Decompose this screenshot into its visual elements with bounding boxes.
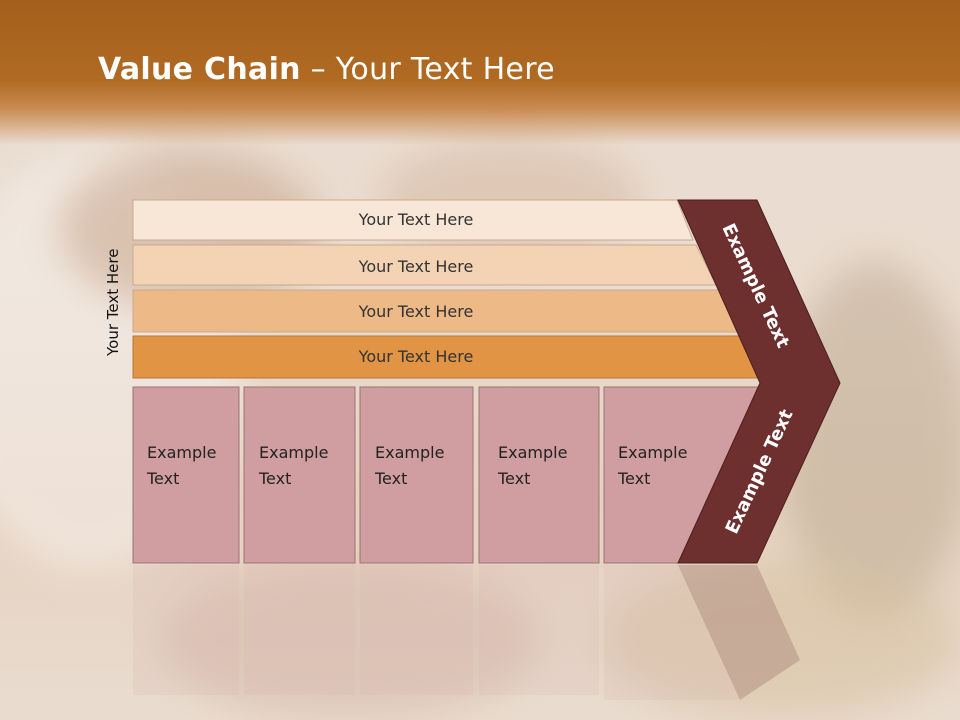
bar-2: Your Text Here: [132, 244, 717, 286]
header-band: [0, 0, 960, 145]
box-2-line1: Example: [259, 443, 328, 462]
box-2: Example Text: [243, 386, 356, 564]
page-title: Value Chain – Your Text Here: [98, 52, 555, 87]
box-2-line2: Text: [258, 469, 291, 488]
bar-4: Your Text Here: [132, 335, 765, 379]
title-bold: Value Chain: [98, 52, 301, 87]
bar-1: Your Text Here: [132, 199, 694, 241]
chevron-shape: [677, 199, 841, 564]
box-3-line1: Example: [375, 443, 444, 462]
box-4-line2: Text: [497, 469, 530, 488]
bar-1-label: Your Text Here: [358, 210, 474, 229]
chevron-arrow: Example Text Example Text: [677, 199, 841, 564]
box-1-line1: Example: [147, 443, 216, 462]
box-1: Example Text: [132, 386, 240, 564]
bar-3-label: Your Text Here: [358, 302, 474, 321]
box-1-line2: Text: [146, 469, 179, 488]
title-rest: – Your Text Here: [300, 52, 555, 87]
box-3-line2: Text: [374, 469, 407, 488]
bar-1-shape: [132, 199, 694, 241]
box-3: Example Text: [359, 386, 474, 564]
box-2-shape: [243, 386, 356, 564]
box-3-shape: [359, 386, 474, 564]
bar-3: Your Text Here: [132, 289, 741, 333]
box-1-shape: [132, 386, 240, 564]
reflection: [133, 565, 800, 700]
box-5: Example Text: [603, 386, 761, 564]
box-5-line2: Text: [617, 469, 650, 488]
box-4: Example Text: [478, 386, 600, 564]
bar-4-label: Your Text Here: [358, 347, 474, 366]
bar-2-label: Your Text Here: [358, 257, 474, 276]
box-4-line1: Example: [498, 443, 567, 462]
box-5-line1: Example: [618, 443, 687, 462]
box-4-shape: [478, 386, 600, 564]
